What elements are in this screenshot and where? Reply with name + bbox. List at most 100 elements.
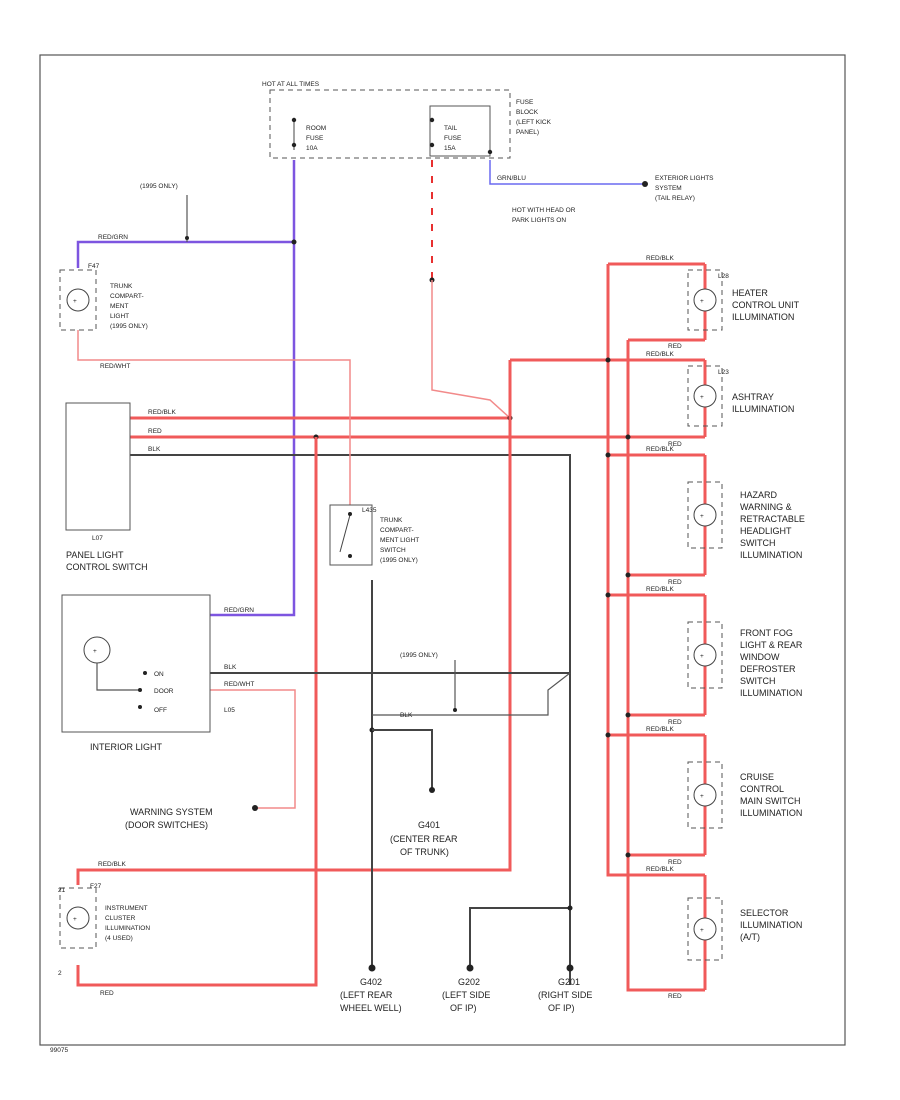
load0-label2: CONTROL UNIT xyxy=(732,300,800,310)
load0-wire-bottom: RED xyxy=(668,343,682,350)
load2-label4: HEADLIGHT xyxy=(740,526,792,536)
load4-label2: CONTROL xyxy=(740,784,784,794)
svg-text:+: + xyxy=(700,513,704,520)
trunk-switch-label2: COMPART- xyxy=(380,527,414,534)
fuse-block-loc1: FUSE xyxy=(516,99,534,106)
trunk-light-switch: L435 TRUNK COMPART- MENT LIGHT SWITCH (1… xyxy=(329,504,419,566)
svg-text:+: + xyxy=(700,793,704,800)
interior-connector: L05 xyxy=(224,707,235,714)
load0-label1: HEATER xyxy=(732,288,768,298)
hot-note2: PARK LIGHTS ON xyxy=(512,217,566,224)
interior-label: INTERIOR LIGHT xyxy=(90,742,163,752)
interior-pos-on: ON xyxy=(154,671,164,678)
fuse-block-header: HOT AT ALL TIMES xyxy=(262,81,320,88)
g201-id: G201 xyxy=(558,977,580,987)
g402-label2: WHEEL WELL) xyxy=(340,1003,402,1013)
g401-id: G401 xyxy=(418,820,440,830)
panel-wire2: RED xyxy=(148,428,162,435)
trunk-label5: (1995 ONLY) xyxy=(110,323,148,330)
diagram-id: 99075 xyxy=(50,1047,68,1054)
load3-label3: WINDOW xyxy=(740,652,780,662)
trunk-wire-bottom: RED/WHT xyxy=(100,363,130,370)
load3-label1: FRONT FOG xyxy=(740,628,793,638)
g401-label1: (CENTER REAR xyxy=(390,834,458,844)
load4-wire-top: RED/BLK xyxy=(646,726,674,733)
g201-label1: (RIGHT SIDE xyxy=(538,990,592,1000)
load0-label3: ILLUMINATION xyxy=(732,312,794,322)
load1-connector: L23 xyxy=(718,369,729,376)
right-load-3: + RED/BLK FRONT FOG LIGHT & REAR WINDOW … xyxy=(646,586,803,726)
g401-only-note: (1995 ONLY) xyxy=(400,652,438,659)
panel-label2: CONTROL SWITCH xyxy=(66,562,148,572)
room-fuse-line2: FUSE xyxy=(306,135,324,142)
load1-wire-top: RED/BLK xyxy=(646,351,674,358)
exterior-wire-label: GRN/BLU xyxy=(497,175,526,182)
load2-label5: SWITCH xyxy=(740,538,776,548)
trunk-switch-label4: SWITCH xyxy=(380,547,406,554)
trunk-label4: LIGHT xyxy=(110,313,129,320)
panel-connector: L07 xyxy=(92,535,103,542)
right-load-2: + RED/BLK HAZARD WARNING & RETRACTABLE H… xyxy=(646,446,805,586)
load0-connector: L28 xyxy=(718,273,729,280)
tail-fuse-line1: TAIL xyxy=(444,125,458,132)
svg-text:+: + xyxy=(700,653,704,660)
fuse-block-loc2: BLOCK xyxy=(516,109,539,116)
load3-wire-bottom: RED xyxy=(668,719,682,726)
load2-label3: RETRACTABLE xyxy=(740,514,805,524)
room-fuse-line3: 10A xyxy=(306,145,318,152)
trunk-label2: COMPART- xyxy=(110,293,144,300)
load2-label6: ILLUMINATION xyxy=(740,550,802,560)
right-load-1: + RED/BLK L23 ASHTRAY ILLUMINATION RED xyxy=(646,351,794,448)
load4-label1: CRUISE xyxy=(740,772,774,782)
load5-label2: ILLUMINATION xyxy=(740,920,802,930)
trunk-wire-top: RED/GRN xyxy=(98,234,128,241)
g202-id: G202 xyxy=(458,977,480,987)
load4-wire-bottom: RED xyxy=(668,859,682,866)
trunk-light-bulb: + F47 TRUNK COMPART- MENT LIGHT (1995 ON… xyxy=(59,263,148,331)
svg-text:+: + xyxy=(700,394,704,401)
trunk-switch-label1: TRUNK xyxy=(380,517,403,524)
tail-fuse-line3: 15A xyxy=(444,145,456,152)
cluster-connector: F27 xyxy=(90,883,102,890)
trunk-light-feed-wire xyxy=(76,240,294,268)
exterior-label3: (TAIL RELAY) xyxy=(655,195,695,202)
trunk-switch-label5: (1995 ONLY) xyxy=(380,557,418,564)
load1-label2: ILLUMINATION xyxy=(732,404,794,414)
trunk-switch-label3: MENT LIGHT xyxy=(380,537,419,544)
g401-label2: OF TRUNK) xyxy=(400,847,449,857)
diagram-frame xyxy=(39,54,846,1046)
trunk-only-note: (1995 ONLY) xyxy=(140,183,178,190)
exterior-label2: SYSTEM xyxy=(655,185,682,192)
blk-bus xyxy=(130,454,571,985)
load2-wire-top: RED/BLK xyxy=(646,446,674,453)
interior-light: + ON DOOR OFF RED/GRN BLK RED/WHT L05 IN… xyxy=(61,594,254,752)
right-load-4: + RED/BLK CRUISE CONTROL MAIN SWITCH ILL… xyxy=(646,726,802,866)
interior-wire-red: RED/WHT xyxy=(224,681,254,688)
g402-id: G402 xyxy=(360,977,382,987)
cluster-label2: CLUSTER xyxy=(105,915,136,922)
load2-label1: HAZARD xyxy=(740,490,778,500)
cluster-pin: 21 xyxy=(58,887,66,894)
interior-wire-top: RED/GRN xyxy=(224,607,254,614)
instrument-cluster-bulb: + RED/BLK F27 21 2 INSTRUMENT CLUSTER IL… xyxy=(58,861,150,997)
load1-wire-bottom: RED xyxy=(668,441,682,448)
fuse-block-loc3: (LEFT KICK xyxy=(516,119,552,126)
panel-wire1: RED/BLK xyxy=(148,409,176,416)
svg-text:+: + xyxy=(73,298,77,305)
load5-wire-bottom: RED xyxy=(668,993,682,1000)
cluster-label4: (4 USED) xyxy=(105,935,133,942)
g202-label2: OF IP) xyxy=(450,1003,477,1013)
svg-text:+: + xyxy=(700,927,704,934)
interior-pos-off: OFF xyxy=(154,707,167,714)
load2-wire-bottom: RED xyxy=(668,579,682,586)
load3-label4: DEFROSTER xyxy=(740,664,796,674)
interior-pos-door: DOOR xyxy=(154,688,174,695)
load5-label1: SELECTOR xyxy=(740,908,789,918)
cluster-pin-bottom: 2 xyxy=(58,970,62,977)
trunk-switch-connector: L435 xyxy=(362,507,377,514)
load5-label3: (A/T) xyxy=(740,932,760,942)
svg-text:+: + xyxy=(700,298,704,305)
panel-wire3: BLK xyxy=(148,446,161,453)
cluster-wire-top: RED/BLK xyxy=(98,861,126,868)
